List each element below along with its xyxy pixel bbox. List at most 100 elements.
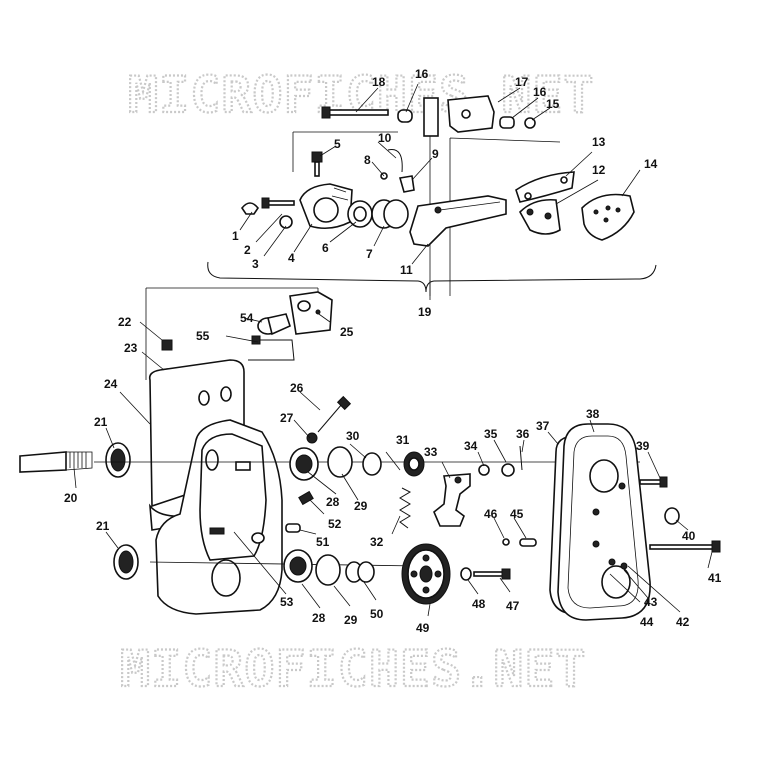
lower-assembly	[19, 287, 721, 621]
bushing-7	[371, 199, 409, 229]
callout-26: 26	[290, 381, 304, 395]
bolt-2	[261, 197, 295, 209]
upper-assembly	[207, 95, 657, 300]
callout-6: 6	[322, 241, 329, 255]
callout-27: 27	[280, 411, 294, 425]
callout-21: 21	[94, 415, 108, 429]
callout-28: 28	[326, 495, 340, 509]
clamp-bracket-17	[423, 95, 495, 137]
seal-21-lower	[113, 544, 139, 580]
pin-36	[519, 445, 523, 471]
callout-48: 48	[472, 597, 486, 611]
callout-21: 21	[96, 519, 110, 533]
callout-40: 40	[682, 529, 696, 543]
callout-35: 35	[484, 427, 498, 441]
seal-21-upper	[105, 442, 131, 478]
callout-10: 10	[378, 131, 392, 145]
callout-39: 39	[636, 439, 650, 453]
leader-lines	[73, 83, 713, 617]
bolt-47	[473, 568, 511, 580]
callout-30: 30	[346, 429, 360, 443]
callout-20: 20	[64, 491, 78, 505]
nut-35	[501, 463, 515, 477]
callout-24: 24	[104, 377, 118, 391]
callout-11: 11	[400, 263, 413, 277]
callout-2: 2	[244, 243, 251, 257]
callout-41: 41	[708, 571, 722, 585]
callout-52: 52	[328, 517, 342, 531]
callout-34: 34	[464, 439, 478, 453]
bracket-12	[519, 198, 561, 235]
plug-40	[664, 507, 680, 525]
callout-54: 54	[240, 311, 254, 325]
screw-39	[639, 476, 668, 488]
shield-plate-14	[581, 193, 635, 241]
fitting-54	[257, 313, 291, 336]
callout-38: 38	[586, 407, 600, 421]
dowel-45	[519, 538, 537, 547]
control-housing-4	[299, 183, 353, 230]
plate-13	[515, 171, 575, 203]
gear-case-24	[148, 359, 283, 615]
callout-23: 23	[124, 341, 138, 355]
washer-30	[362, 452, 382, 476]
callout-17: 17	[515, 75, 529, 89]
callout-46: 46	[484, 507, 498, 521]
callout-8: 8	[364, 153, 371, 167]
snap-ring-29-lower	[315, 554, 341, 586]
bolt-26	[317, 403, 343, 433]
callout-50: 50	[370, 607, 384, 621]
callout-45: 45	[510, 507, 524, 521]
callout-43: 43	[644, 595, 658, 609]
bolt-41	[649, 540, 721, 553]
callout-5: 5	[334, 137, 341, 151]
nut-3	[279, 215, 293, 229]
watermark-top: MICROFICHES.NET	[128, 66, 595, 124]
link-10	[387, 148, 403, 173]
bolt-5	[311, 151, 323, 177]
callout-16: 16	[533, 85, 547, 99]
callout-29: 29	[354, 499, 368, 513]
clip-9	[398, 175, 415, 193]
nut-15	[524, 117, 536, 129]
callout-22: 22	[118, 315, 132, 329]
washers-50	[345, 561, 375, 583]
spring-32	[399, 487, 412, 529]
callout-19: 19	[418, 305, 432, 319]
screw-22	[161, 339, 173, 351]
callout-36: 36	[516, 427, 530, 441]
sprocket-31	[403, 451, 425, 477]
callout-55: 55	[196, 329, 210, 343]
callout-labels: 18 16 17 16 15 10 5 8 9 13 12 14 1 2 3 4…	[64, 67, 722, 635]
callout-3: 3	[252, 257, 259, 271]
callout-29: 29	[344, 613, 358, 627]
bushing-16-right	[499, 116, 515, 129]
shift-lever-33	[433, 473, 471, 527]
callout-51: 51	[316, 535, 330, 549]
callout-44: 44	[640, 615, 654, 629]
callout-28: 28	[312, 611, 326, 625]
callout-9: 9	[432, 147, 439, 161]
nut-27	[306, 432, 318, 444]
callout-4: 4	[288, 251, 295, 265]
washer-48	[460, 567, 472, 581]
fitting-52	[298, 490, 314, 506]
bearing-28-upper	[289, 447, 319, 481]
callout-32: 32	[370, 535, 384, 549]
callout-33: 33	[424, 445, 438, 459]
callout-14: 14	[644, 157, 658, 171]
callout-25: 25	[340, 325, 354, 339]
callout-49: 49	[416, 621, 430, 635]
assembly-19-bracket	[207, 261, 657, 293]
clip-1	[241, 202, 259, 215]
bushing-16-left	[397, 109, 413, 123]
callout-16: 16	[415, 67, 429, 81]
stud-55	[248, 339, 295, 361]
shaft-20	[19, 451, 93, 473]
callout-7: 7	[366, 247, 373, 261]
gear-49	[401, 543, 451, 605]
callout-31: 31	[396, 433, 410, 447]
dowel-51	[285, 523, 301, 533]
callout-47: 47	[506, 599, 520, 613]
